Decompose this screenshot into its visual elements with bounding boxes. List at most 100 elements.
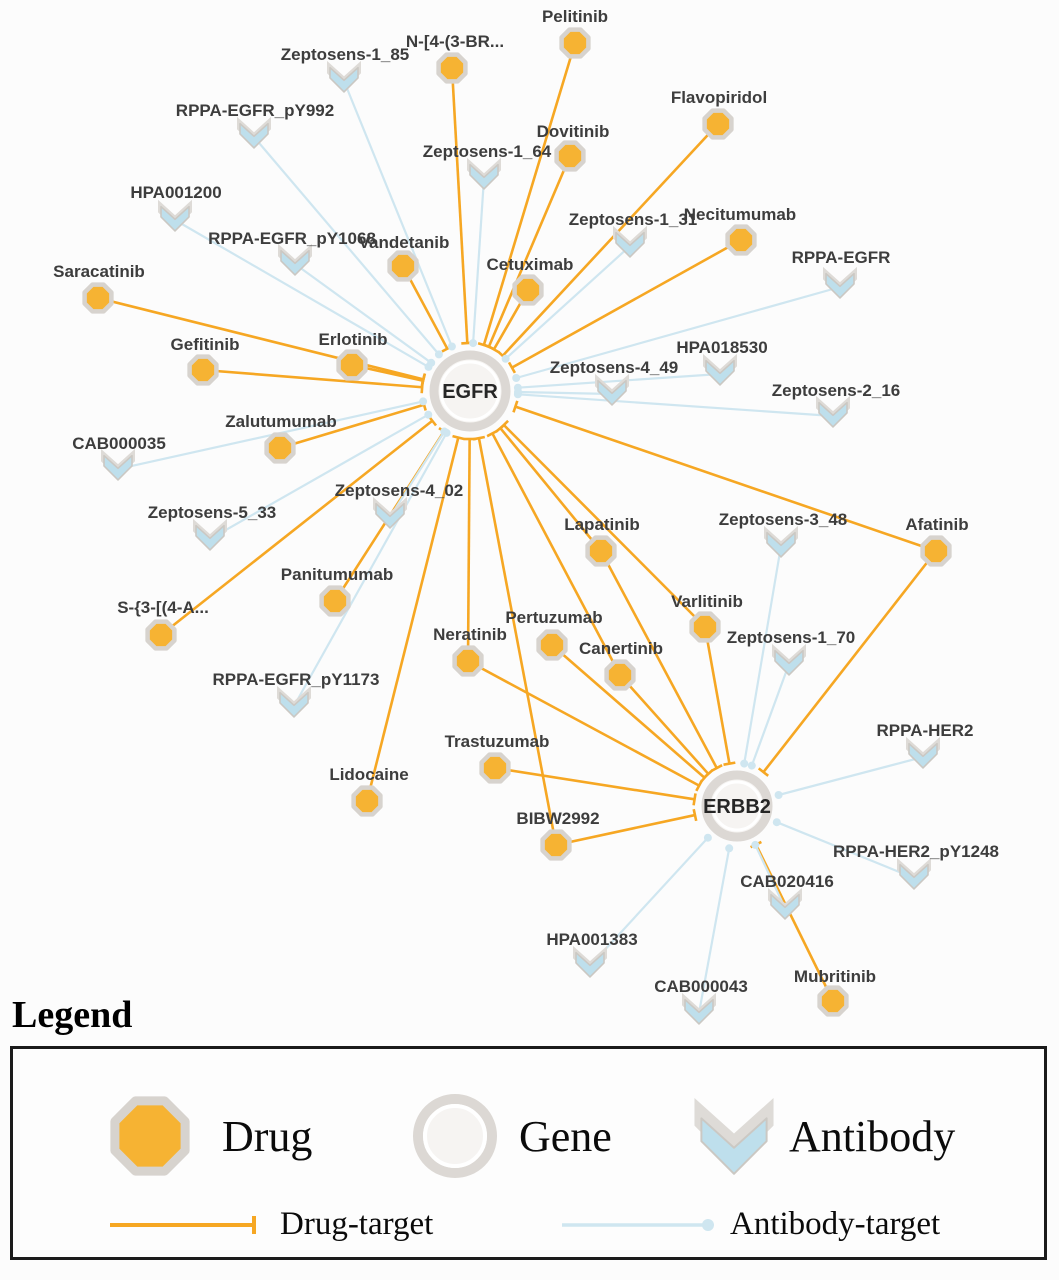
node-label: RPPA-EGFR_pY1068	[208, 229, 376, 248]
node-label: RPPA-EGFR_pY1173	[213, 670, 380, 689]
antibody-target-edge	[117, 400, 424, 471]
drug-node-zalutumumab	[264, 432, 296, 464]
label-layer: EGFRERBB2PelitinibN-[4-(3-BR...Dovitinib…	[53, 7, 999, 996]
drug-node-canertinib	[604, 659, 636, 691]
drug-target-edge-cap	[699, 772, 710, 784]
legend-antibody-target-label: Antibody-target	[730, 1206, 941, 1242]
node-label: CAB000043	[654, 977, 748, 996]
node-label: Mubritinib	[794, 967, 876, 986]
drug-target-edge-cap	[486, 429, 499, 438]
node-label: Saracatinib	[53, 262, 145, 281]
drug-target-edge	[279, 403, 425, 450]
drug-target-edge	[466, 438, 471, 662]
antibody-edge-dot	[703, 833, 712, 842]
drug-node-lidocaine	[351, 785, 383, 817]
antibody-target-edge	[253, 136, 440, 356]
antibody-node-zeptosens-3-48	[764, 525, 798, 558]
node-label: CAB020416	[740, 872, 834, 891]
node-label: Zeptosens-4_49	[550, 358, 679, 377]
antibody-target-edge	[754, 844, 786, 909]
drug-node-bibw2992	[540, 829, 572, 861]
antibody-node-zeptosens-1-31	[613, 225, 647, 258]
antibody-node-zeptosens-5-33	[193, 518, 227, 551]
drug-target-edge	[511, 238, 742, 369]
drug-node-saracatinib	[82, 282, 114, 314]
node-label: Gefitinib	[171, 335, 240, 354]
node-label: Erlotinib	[319, 330, 388, 349]
drug-node-s-3-4-a	[145, 619, 177, 651]
antibody-node-zeptosens-4-49	[595, 373, 629, 406]
drug-node-dovitinib	[554, 140, 586, 172]
antibody-edge-dot	[442, 428, 451, 437]
antibody-node-zeptosens-1-70	[772, 643, 806, 676]
drug-target-line-icon	[110, 1215, 256, 1234]
drug-node-pelitinib	[559, 27, 591, 59]
drug-target-edge	[551, 644, 706, 779]
legend-title: Legend	[12, 994, 133, 1036]
gene-node-egfr	[429, 350, 511, 432]
antibody-edge-dot	[419, 397, 428, 406]
antibody-node-hpa001383	[573, 945, 607, 978]
node-label: Zeptosens-4_02	[335, 481, 464, 500]
drug-target-edge	[467, 659, 700, 787]
antibody-node-rppa-egfr	[823, 266, 857, 299]
node-label: Zeptosens-3_48	[719, 510, 848, 529]
node-label: HPA001200	[130, 183, 221, 202]
antibody-target-edge	[209, 413, 429, 540]
node-label: RPPA-HER2	[877, 721, 974, 740]
drug-target-edge-cap	[420, 374, 426, 387]
node-label: Zeptosens-2_16	[772, 381, 901, 400]
node-label: Dovitinib	[537, 122, 610, 141]
drug-target-edge-cap	[452, 434, 465, 441]
node-label: Zeptosens-5_33	[148, 503, 277, 522]
antibody-target-edge	[517, 372, 721, 389]
node-layer	[82, 27, 952, 1025]
antibody-target-edge	[389, 430, 446, 518]
node-label: RPPA-HER2_pY1248	[833, 842, 999, 861]
gene-label: ERBB2	[703, 796, 771, 818]
drug-node-necitumumab	[725, 224, 757, 256]
antibody-edge-dot	[513, 390, 522, 399]
antibody-edge-dot	[747, 761, 756, 770]
node-label: Zeptosens-1_64	[423, 142, 552, 161]
antibody-edge-dot	[469, 339, 478, 348]
drug-target-edge-cap	[692, 793, 697, 806]
node-label: Afatinib	[905, 515, 968, 534]
antibody-edge-dot	[512, 374, 521, 382]
drug-target-edge	[160, 419, 434, 637]
antibody-node-hpa018530	[703, 353, 737, 386]
drug-node-trastuzumab	[479, 752, 511, 784]
gene-label: EGFR	[442, 381, 498, 403]
antibody-node-zeptosens-1-64	[467, 157, 501, 190]
antibody-edge-dot	[427, 358, 436, 367]
drug-target-edge	[491, 432, 622, 676]
drug-target-edge-cap	[710, 764, 723, 773]
edge-layer	[97, 42, 938, 1014]
drug-target-edge	[502, 424, 706, 628]
drug-target-edge	[97, 296, 424, 381]
node-label: Varlitinib	[671, 592, 743, 611]
drug-node-cetuximab	[512, 274, 544, 306]
drug-target-edge	[599, 550, 718, 769]
gene-icon	[413, 1094, 497, 1178]
node-label: Trastuzumab	[445, 732, 550, 751]
drug-node-erlotinib	[336, 349, 368, 381]
drug-target-edge	[499, 427, 603, 552]
drug-target-edge-cap	[472, 435, 486, 441]
legend-item-gene: Gene	[409, 1090, 612, 1182]
node-label: Panitumumab	[281, 565, 393, 584]
antibody-target-edge	[750, 663, 791, 766]
node-label: Lapatinib	[564, 515, 640, 534]
antibody-edge-dot	[751, 840, 760, 849]
node-label: Canertinib	[579, 639, 663, 658]
legend-gene-label: Gene	[519, 1111, 612, 1161]
node-label: Zeptosens-1_85	[281, 45, 410, 64]
drug-target-edge-cap	[488, 345, 500, 354]
antibody-node-rppa-her2-py1248	[897, 857, 931, 890]
drug-node-n-4-3-br	[436, 52, 468, 84]
legend-drug-target-label: Drug-target	[280, 1206, 434, 1242]
legend-item-drug: Drug	[104, 1090, 312, 1182]
drug-node-gefitinib	[187, 354, 219, 386]
drug-node-lapatinib	[585, 535, 617, 567]
